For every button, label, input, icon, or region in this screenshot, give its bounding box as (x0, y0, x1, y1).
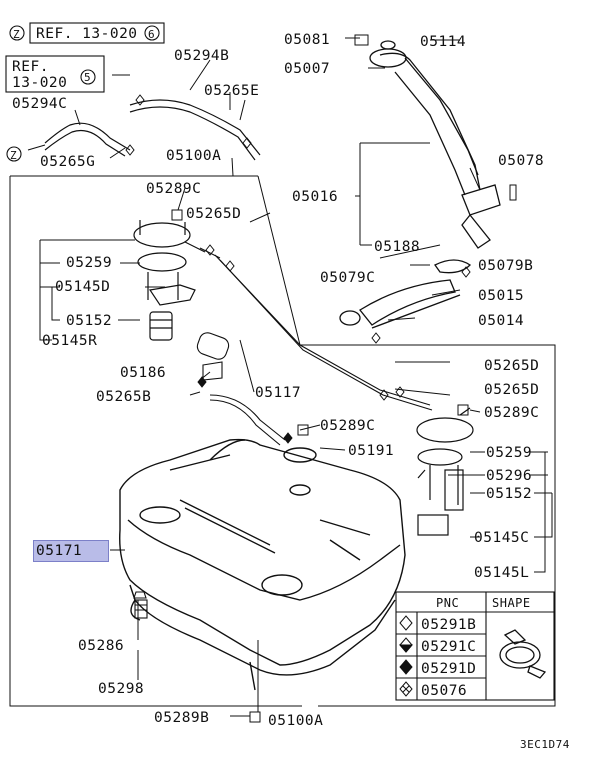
legend-symbol-open (399, 615, 413, 631)
legend-symbol-filled (399, 659, 413, 675)
part-05289B[interactable]: 05289B (154, 710, 209, 726)
part-05294B[interactable]: 05294B (174, 48, 229, 64)
part-05298[interactable]: 05298 (98, 681, 144, 697)
part-05294C[interactable]: 05294C (12, 96, 67, 112)
ref-box-1 (29, 22, 165, 44)
part-05265B[interactable]: 05265B (96, 389, 151, 405)
bracket-left (39, 239, 135, 341)
pump-left (133, 220, 196, 341)
drain-plug (133, 591, 148, 619)
part-05145R[interactable]: 05145R (42, 333, 97, 349)
part-05191[interactable]: 05191 (348, 443, 394, 459)
highlight-box-05171[interactable] (33, 540, 109, 562)
part-05186[interactable]: 05186 (120, 365, 166, 381)
ref2-line1: REF. (12, 59, 49, 75)
z-mark: Z (10, 149, 17, 162)
part-05152-a[interactable]: 05152 (66, 313, 112, 329)
ref2-line2[interactable]: 13-020 (12, 75, 67, 91)
part-05014[interactable]: 05014 (478, 313, 524, 329)
part-05078[interactable]: 05078 (498, 153, 544, 169)
vent-hoses (44, 99, 261, 161)
legend-header-pnc: PNC (436, 596, 459, 610)
legend-shape-clip (499, 629, 547, 679)
part-05079B[interactable]: 05079B (478, 258, 533, 274)
legend-pnc-3[interactable]: 05291D (421, 661, 476, 677)
part-05289C-a[interactable]: 05289C (146, 181, 201, 197)
ref1-z: Z (13, 28, 20, 41)
pump-right (416, 407, 474, 536)
part-05289C-b[interactable]: 05289C (320, 418, 375, 434)
part-05007[interactable]: 05007 (284, 61, 330, 77)
part-05100A-top[interactable]: 05100A (166, 148, 221, 164)
fasteners (171, 34, 517, 723)
part-05100A-bottom[interactable]: 05100A (268, 713, 323, 729)
part-05265G[interactable]: 05265G (40, 154, 95, 170)
part-05296[interactable]: 05296 (486, 468, 532, 484)
fuel-tank (119, 438, 406, 691)
frame-main (9, 175, 556, 707)
part-05259-a[interactable]: 05259 (66, 255, 112, 271)
part-05015[interactable]: 05015 (478, 288, 524, 304)
legend-table (395, 591, 555, 701)
part-05265D-c[interactable]: 05265D (484, 382, 539, 398)
ref-box-2 (5, 55, 105, 93)
part-05289C-c[interactable]: 05289C (484, 405, 539, 421)
bracket-right (530, 451, 553, 573)
legend-pnc-2[interactable]: 05291C (421, 639, 476, 655)
part-05265D-b[interactable]: 05265D (484, 358, 539, 374)
part-05145L[interactable]: 05145L (474, 565, 529, 581)
part-05145C[interactable]: 05145C (474, 530, 529, 546)
part-05081[interactable]: 05081 (284, 32, 330, 48)
part-05171[interactable]: 05171 (36, 543, 82, 559)
z-circle-2 (6, 146, 22, 162)
legend-header-shape: SHAPE (492, 596, 531, 610)
part-05114[interactable]: 05114 (420, 34, 466, 50)
part-05265E[interactable]: 05265E (204, 83, 259, 99)
part-05016[interactable]: 05016 (292, 189, 338, 205)
part-05265D-a[interactable]: 05265D (186, 206, 241, 222)
ref-arrow-2 (27, 144, 46, 151)
part-05188[interactable]: 05188 (374, 239, 420, 255)
part-05079C[interactable]: 05079C (320, 270, 375, 286)
filler-hose (339, 259, 472, 329)
part-05152-b[interactable]: 05152 (486, 486, 532, 502)
legend-pnc-4[interactable]: 05076 (421, 683, 467, 699)
diagram-code: 3EC1D74 (520, 738, 570, 751)
clips (125, 94, 471, 444)
filler-neck (369, 40, 501, 249)
part-05117[interactable]: 05117 (255, 385, 301, 401)
part-05286[interactable]: 05286 (78, 638, 124, 654)
ref1-num: 6 (148, 28, 155, 41)
part-05145D[interactable]: 05145D (55, 279, 110, 295)
legend-pnc-1[interactable]: 05291B (421, 617, 476, 633)
z-circle-1 (9, 25, 25, 41)
legend-symbol-cross (399, 681, 413, 697)
fuel-lines (184, 241, 433, 446)
ref1-text[interactable]: REF. 13-020 (36, 26, 138, 42)
ref2-num: 5 (84, 71, 91, 84)
part-05259-b[interactable]: 05259 (486, 445, 532, 461)
